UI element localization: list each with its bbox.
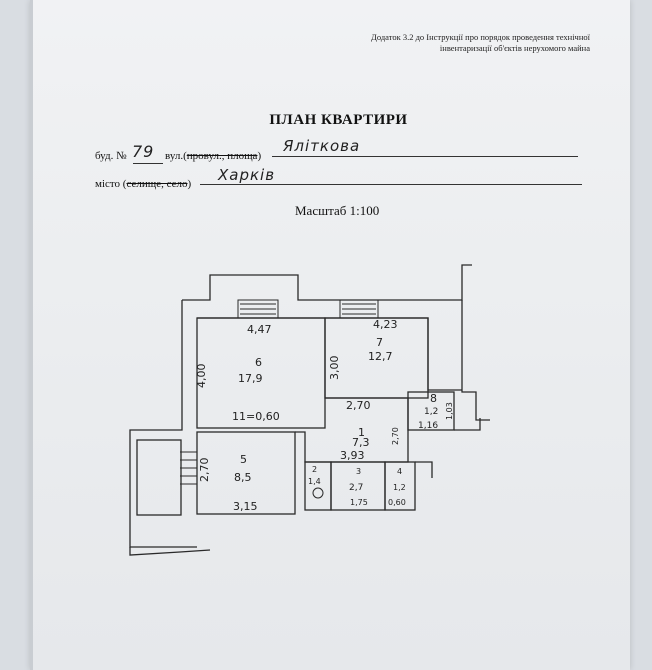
- room-3-number: 3: [356, 467, 361, 476]
- room-5-depth: 2,70: [198, 458, 211, 483]
- street-line: [272, 156, 578, 157]
- building-label: буд. №: [95, 150, 127, 162]
- room-4-outline: [384, 461, 416, 511]
- room-8-width: 1,16: [418, 421, 438, 431]
- room-4-width: 0,60: [388, 498, 406, 507]
- room-7-area: 12,7: [368, 350, 393, 363]
- city-label-main: селище, село: [126, 178, 188, 190]
- appendix-note: Додаток 3.2 до Інструкції про порядок пр…: [300, 32, 590, 54]
- room-6-area: 17,9: [238, 372, 263, 385]
- room-4-area: 1,2: [393, 483, 406, 492]
- room-5-number: 5: [240, 453, 247, 466]
- street-label-suffix: ): [257, 150, 262, 162]
- outer-wall-right: [461, 300, 490, 421]
- outer-wall: [182, 264, 472, 301]
- room-6-width: 4,47: [247, 323, 272, 336]
- street-label: вул.(провул., площа): [165, 150, 261, 162]
- room-2-outline: [304, 461, 332, 511]
- stairs-top: [237, 299, 379, 319]
- page-title: ПЛАН КВАРТИРИ: [269, 112, 408, 128]
- room-5-width: 3,15: [233, 500, 258, 513]
- room-5-area: 8,5: [234, 471, 252, 484]
- stairs-left: [180, 451, 197, 485]
- right-extension-2: [415, 461, 433, 478]
- building-number-line: [133, 163, 163, 164]
- room-6-number: 6: [255, 356, 262, 369]
- left-annex: [136, 439, 182, 516]
- room-6-depth: 4,00: [195, 364, 208, 389]
- right-extension: [454, 418, 481, 431]
- room-8-area: 1,2: [424, 407, 438, 417]
- appendix-note-line2: інвентаризації об'єктів нерухомого майна: [439, 43, 590, 53]
- room-7-number: 7: [376, 336, 383, 349]
- document-page: [30, 0, 630, 670]
- misc-dimension: 2,70: [391, 427, 400, 445]
- room-8-depth: 1,03: [445, 402, 454, 420]
- city-line: [200, 184, 582, 185]
- scale-label: Масштаб 1:100: [295, 203, 380, 218]
- room-3-area: 2,7: [349, 483, 363, 493]
- page-edge: [30, 0, 33, 670]
- room-3-width: 1,75: [350, 498, 368, 507]
- appendix-note-line1: Додаток 3.2 до Інструкції про порядок пр…: [371, 32, 590, 42]
- city-label-prefix: місто (: [95, 178, 127, 190]
- city-value: Харків: [218, 166, 276, 184]
- room-5-outline: [196, 431, 296, 515]
- room-2-number: 2: [312, 465, 317, 474]
- room-1-width: 3,93: [340, 449, 365, 462]
- street-label-struck: провул., площа: [186, 150, 258, 162]
- corridor-label: 11=0,60: [232, 410, 280, 423]
- street-value: Яліткова: [283, 137, 361, 155]
- street-label-prefix: вул.(: [165, 150, 187, 162]
- building-number-label: буд. №: [95, 150, 127, 162]
- plan-bottom: [129, 547, 211, 556]
- fixture-circle: [312, 487, 324, 499]
- city-label: місто (селище, село): [95, 178, 191, 190]
- city-label-suffix: ): [187, 178, 192, 190]
- room-4-number: 4: [397, 467, 402, 476]
- room-8-number: 8: [430, 392, 437, 405]
- room-1-number: 1: [358, 426, 365, 439]
- building-number-value: 79: [132, 142, 155, 161]
- room-7-depth: 3,00: [328, 356, 341, 381]
- room-2-area: 1,4: [308, 477, 321, 486]
- room-1-area: 7,3: [352, 436, 370, 449]
- room-1-depth: 2,70: [346, 399, 371, 412]
- plan-outer-left: [129, 300, 197, 548]
- room-7-width: 4,23: [373, 318, 398, 331]
